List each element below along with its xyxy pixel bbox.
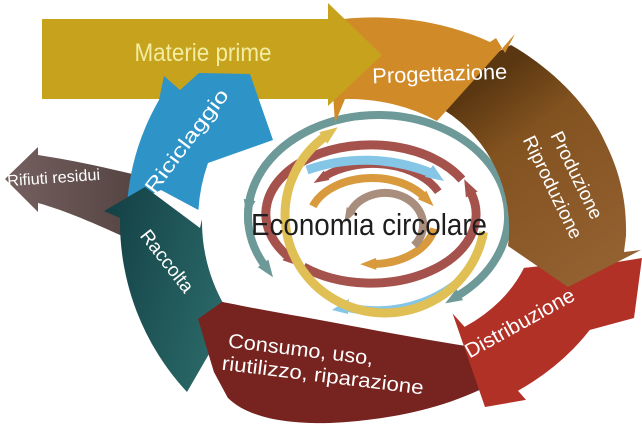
svg-text:Materie prime: Materie prime [135, 39, 272, 67]
svg-text:Economia circolare: Economia circolare [251, 207, 487, 242]
svg-text:Progettazione: Progettazione [372, 60, 508, 89]
svg-text:Rifiuti residui: Rifiuti residui [7, 167, 101, 190]
